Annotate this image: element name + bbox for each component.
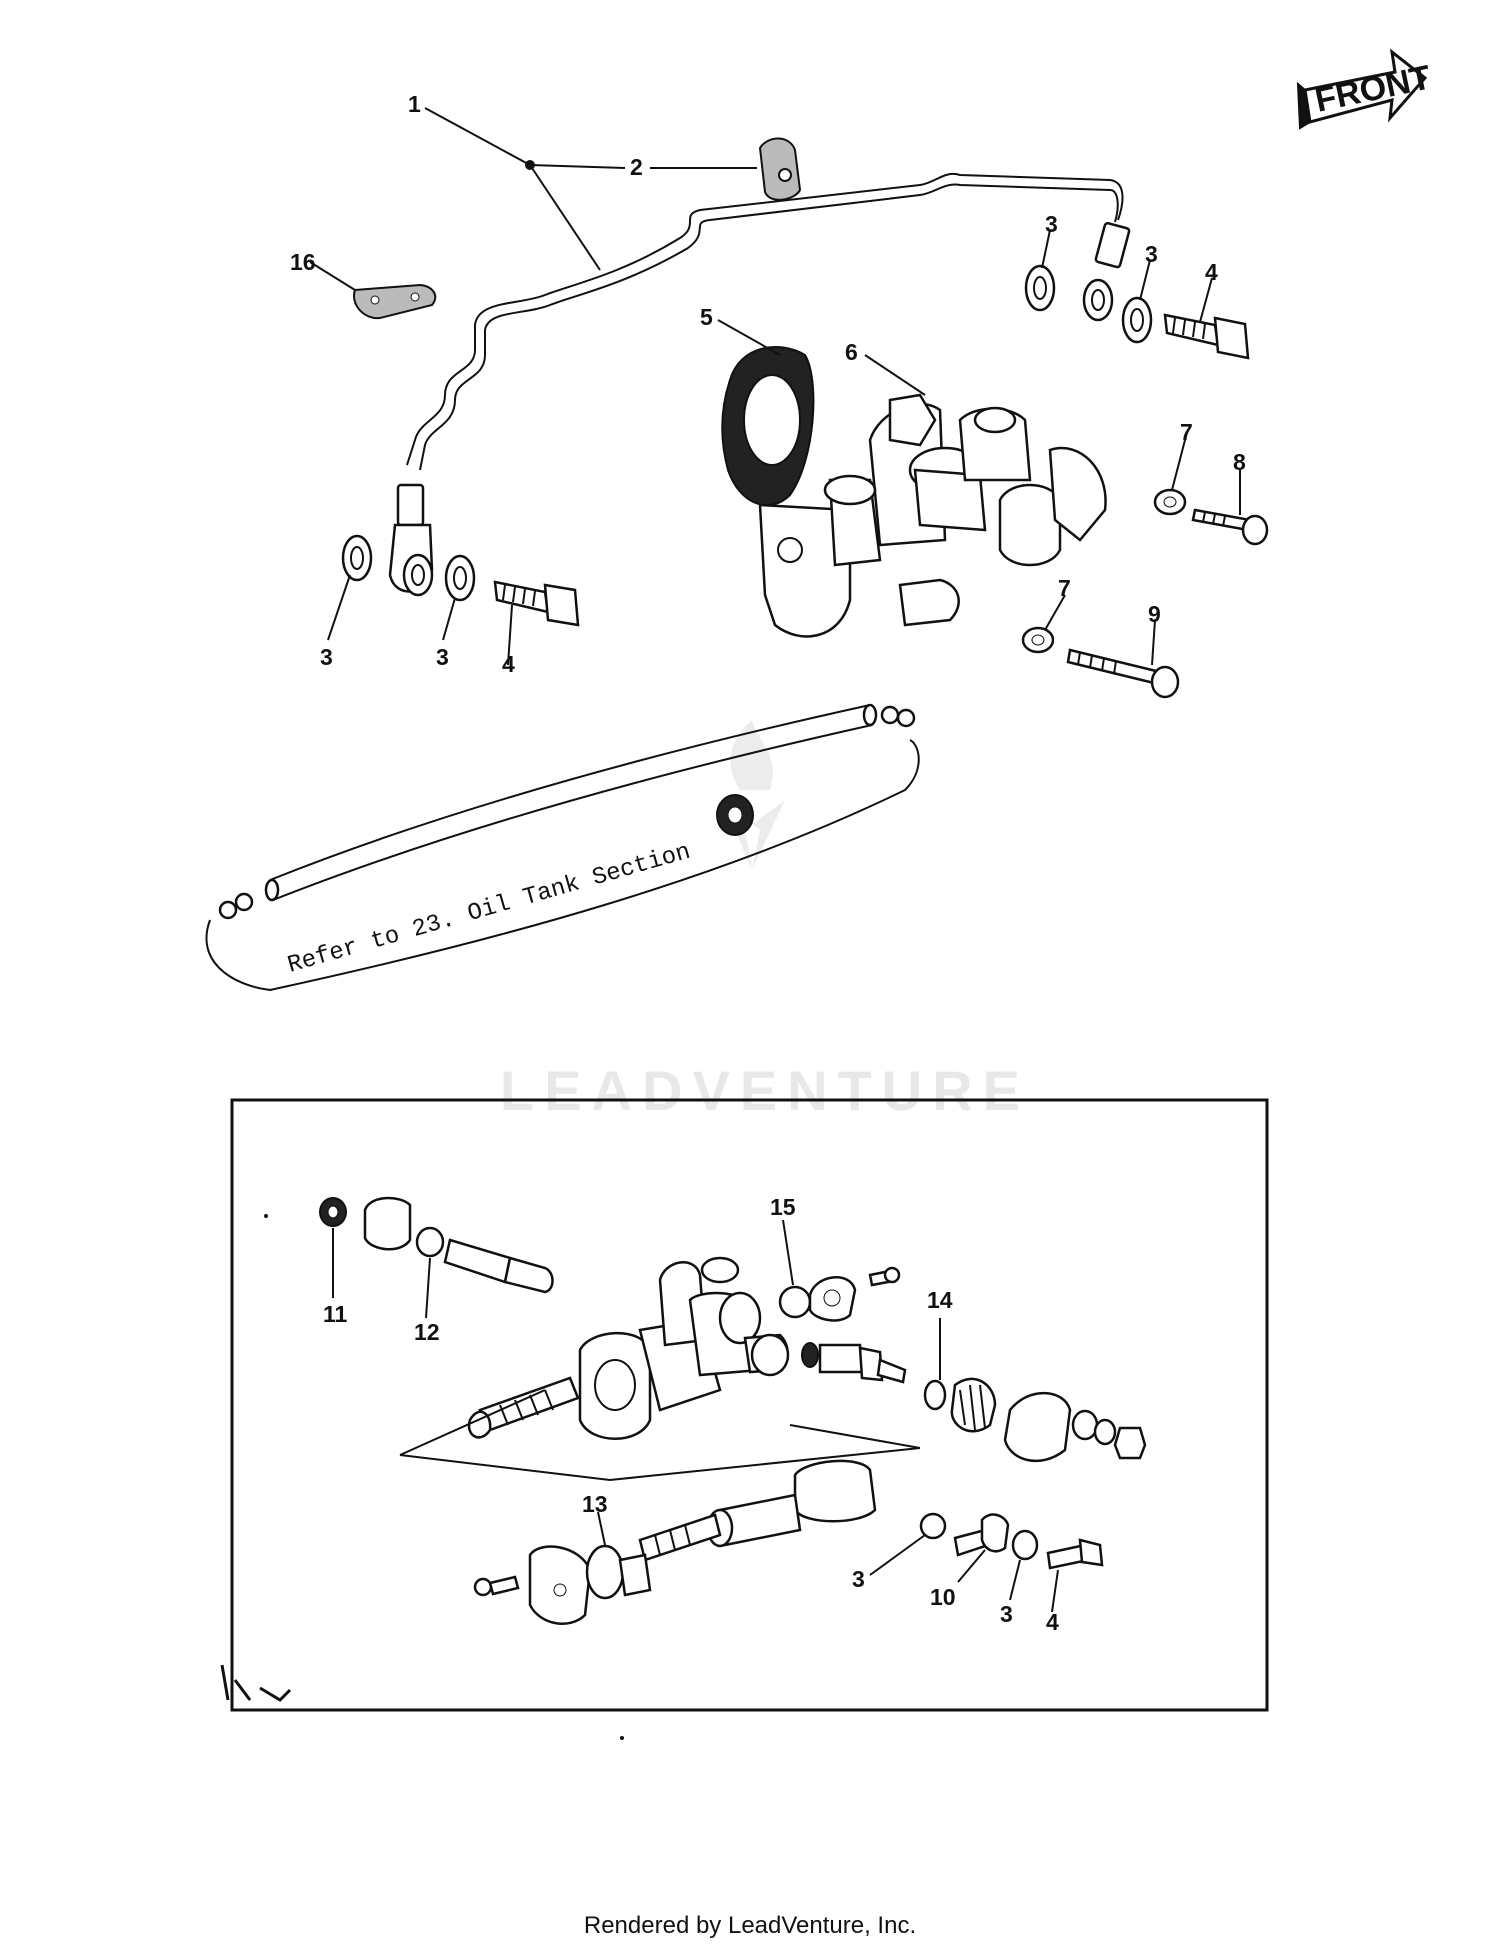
scan-marks — [220, 1214, 624, 1740]
callout-13: 13 — [582, 1491, 608, 1517]
callout-14: 14 — [927, 1287, 953, 1313]
callout-9: 9 — [1148, 601, 1161, 627]
callout-3-c: 3 — [320, 644, 333, 670]
union-assembly — [919, 1512, 1104, 1570]
spring-14 — [923, 1377, 997, 1433]
callout-10: 10 — [930, 1584, 956, 1610]
callout-4-a: 4 — [1205, 259, 1218, 285]
oil-hose: Refer to 23. Oil Tank Section — [205, 703, 920, 992]
callout-15: 15 — [770, 1194, 796, 1220]
left-union-bolt — [493, 580, 580, 627]
callout-11: 11 — [323, 1301, 348, 1327]
oil-tank-reference-note: Refer to 23. Oil Tank Section — [285, 839, 694, 980]
leadventure-watermark: LEADVENTURE — [500, 720, 1030, 1122]
screw-shaft — [467, 1376, 580, 1439]
callout-4-b: 4 — [502, 651, 515, 677]
pump-body — [578, 1256, 790, 1440]
left-banjo-fitting — [341, 523, 580, 627]
exploded-view-parts — [319, 1196, 1147, 1625]
callout-6: 6 — [845, 339, 858, 365]
leader-lines-top — [309, 107, 1241, 666]
front-arrow-icon: FRONT — [1296, 48, 1435, 130]
callouts-exploded: 11 12 15 14 13 3 10 3 4 — [323, 1194, 1059, 1635]
exploded-view-frame — [230, 1098, 1269, 1712]
cam-plate — [1003, 1391, 1147, 1463]
callout-1: 1 — [408, 91, 421, 117]
callout-12: 12 — [414, 1319, 440, 1345]
oil-pump — [758, 393, 1107, 638]
cover-plate — [353, 283, 437, 320]
callout-3-b: 3 — [1145, 241, 1158, 267]
pump-gasket — [721, 346, 815, 507]
callout-2: 2 — [630, 154, 643, 180]
hose-clip-left — [218, 892, 254, 920]
footer-credit: Rendered by LeadVenture, Inc. — [583, 1912, 917, 1939]
small-screw-top — [868, 1266, 901, 1287]
callout-5: 5 — [700, 304, 713, 330]
front-label: FRONT — [1312, 58, 1435, 120]
gasket-15 — [778, 1276, 857, 1322]
oil-pipe — [396, 172, 1131, 527]
washer-7-upper — [1153, 488, 1187, 516]
grommet — [716, 794, 754, 836]
piston — [638, 1459, 877, 1562]
right-union-bolt — [1163, 313, 1250, 360]
plug-12 — [363, 1196, 445, 1258]
spindle — [801, 1342, 907, 1384]
small-screw-bottom — [473, 1575, 520, 1597]
callouts-top: 1 2 16 5 6 3 3 4 7 8 7 9 3 3 4 — [290, 91, 1246, 677]
leader-lines-exploded — [332, 1219, 1059, 1613]
callout-3-e: 3 — [852, 1566, 865, 1592]
screw-8 — [1191, 508, 1269, 546]
plunger — [443, 1238, 554, 1294]
callout-7-a: 7 — [1180, 419, 1193, 445]
callout-7-b: 7 — [1058, 575, 1071, 601]
cap-11 — [319, 1197, 347, 1227]
pipe-clamp — [758, 137, 802, 201]
washer-7-lower — [1021, 626, 1055, 654]
watermark-text: LEADVENTURE — [500, 1059, 1030, 1122]
end-cover-13 — [528, 1544, 652, 1625]
callout-3-f: 3 — [1000, 1601, 1013, 1627]
callout-8: 8 — [1233, 449, 1246, 475]
right-banjo-fitting — [1024, 264, 1250, 360]
screw-9 — [1066, 648, 1180, 699]
callout-16: 16 — [290, 249, 316, 275]
callout-4-c: 4 — [1046, 1609, 1059, 1635]
callout-3-d: 3 — [436, 644, 449, 670]
callout-3-a: 3 — [1045, 211, 1058, 237]
hose-clip-right — [880, 705, 916, 728]
